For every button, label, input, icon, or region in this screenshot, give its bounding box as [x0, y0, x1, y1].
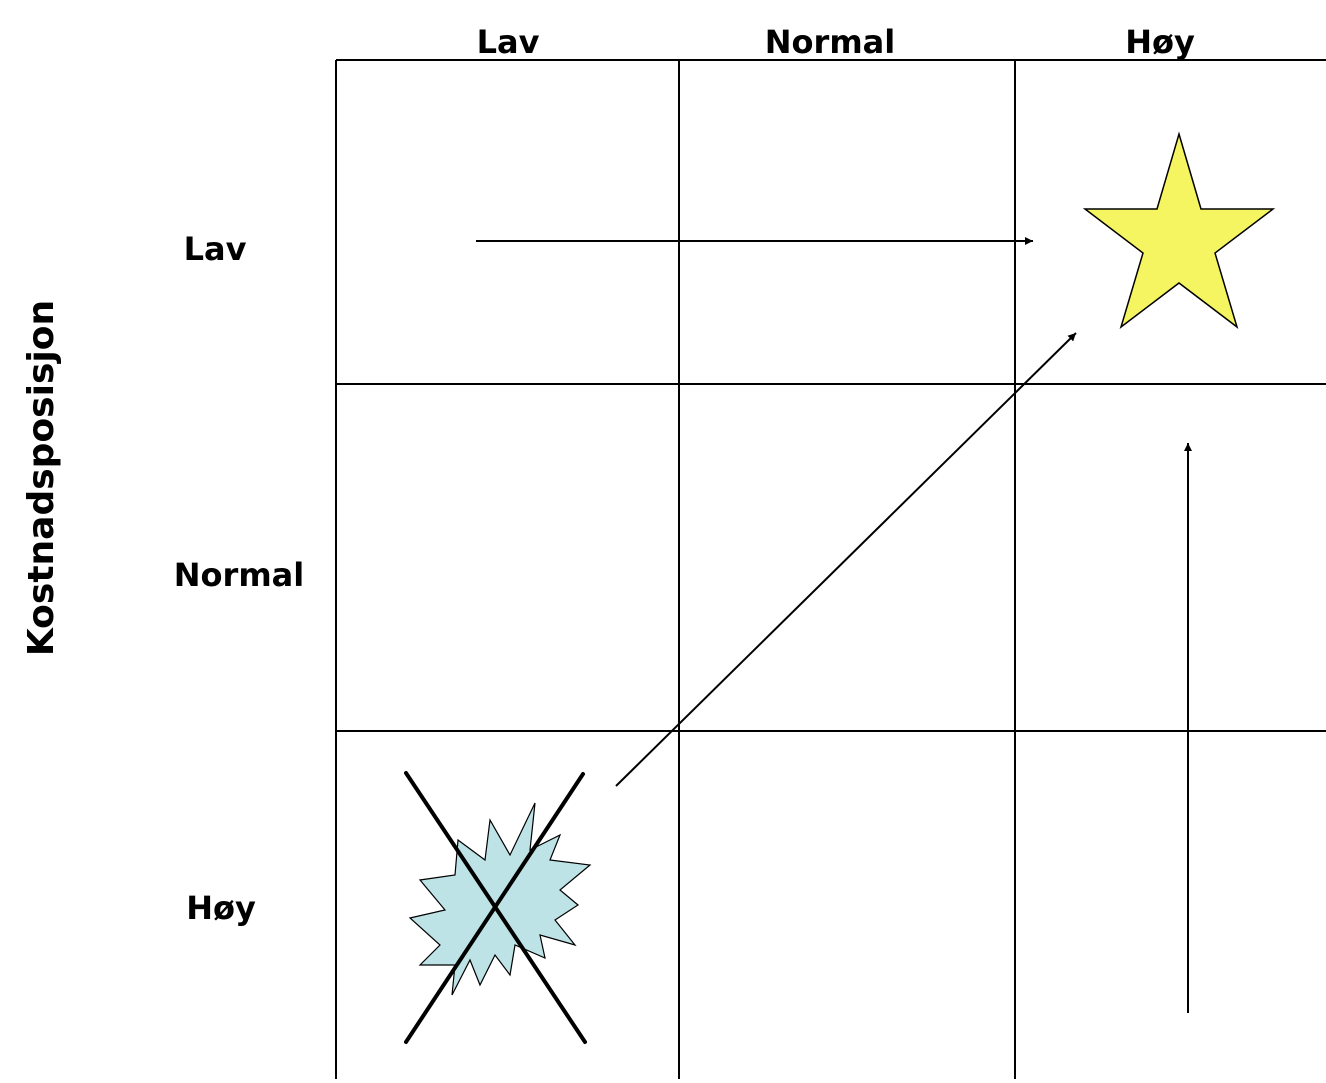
y-axis-label: Kostnadsposisjon [21, 299, 62, 657]
matrix-grid [335, 59, 1326, 1079]
column-header-hoy: Høy [1125, 23, 1195, 61]
arrows [476, 237, 1192, 1013]
column-header-lav: Lav [476, 23, 540, 61]
star-icon [1082, 131, 1276, 329]
arrow-diagonal [615, 332, 1077, 787]
cross-out-icon [404, 771, 587, 1044]
row-header-lav: Lav [183, 230, 247, 268]
row-header-normal: Normal [173, 556, 305, 594]
column-header-normal: Normal [764, 23, 896, 61]
row-header-hoy: Høy [186, 889, 256, 927]
